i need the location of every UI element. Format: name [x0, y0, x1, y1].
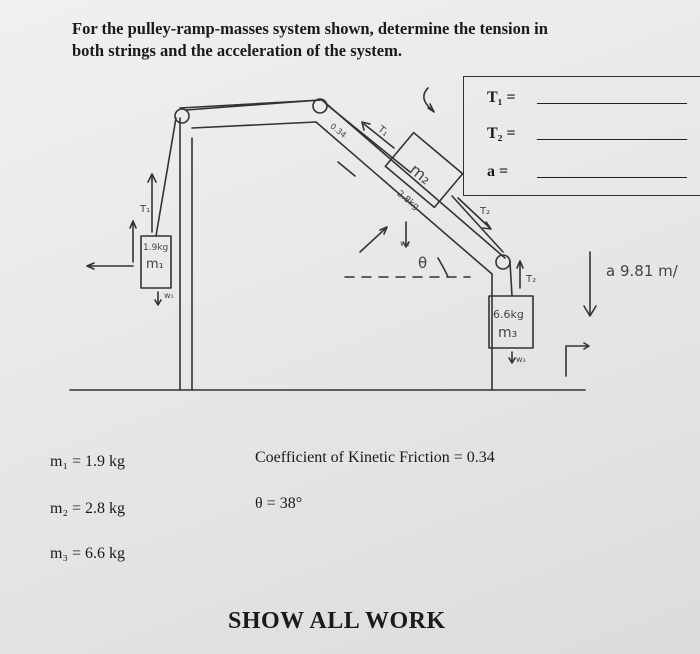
- angle-arc: [437, 257, 449, 278]
- label-t1-ramp: T₁: [375, 123, 391, 139]
- mass-3-box: [488, 295, 534, 349]
- mass-3-value: 6.6kg: [493, 308, 524, 321]
- pulley-ramp-diagram: 1.9kg m₁ m₂ 2.8kg 6.6kg m₃ θ T₁ T₁ T₂ T₂…: [69, 87, 679, 391]
- label-w1: w₁: [164, 291, 174, 300]
- rotation-sketch: [423, 87, 433, 111]
- answer-row-t1: T₁ =: [487, 89, 687, 107]
- label-t1-left: T₁: [139, 204, 150, 215]
- mass-1-label: m₁: [146, 257, 164, 272]
- given-m1: m₁ = 1.9 kg: [50, 453, 126, 470]
- rope-ramp-upper: [325, 103, 411, 173]
- label-acceleration: a 9.81 m/: [606, 262, 679, 280]
- mass-2-box: [384, 131, 464, 209]
- given-m3: m₃ = 6.6 kg: [50, 545, 126, 562]
- rotation-sketch-head: [427, 103, 435, 113]
- problem-line-2: both strings and the acceleration of the…: [72, 41, 402, 60]
- given-m2: m₂ = 2.8 kg: [50, 500, 126, 517]
- arrow-left-up-head: [129, 220, 137, 229]
- label-t2-ramp: T₂: [479, 206, 490, 217]
- label-w2: w₂: [400, 239, 410, 248]
- arrow-w2-head: [402, 241, 410, 248]
- rope-ramp-lower: [451, 195, 504, 253]
- given-friction: Coefficient of Kinetic Friction = 0.34: [255, 449, 495, 466]
- ramp-underside: [315, 121, 493, 275]
- mass-3-label: m₃: [498, 325, 517, 341]
- arrow-normal: [359, 227, 387, 253]
- rope-top: [185, 99, 321, 111]
- answer-row-t2: T₂ =: [487, 125, 687, 143]
- arrow-t2-ramp: [457, 197, 491, 229]
- problem-line-1: For the pulley-ramp-masses system shown,…: [72, 19, 548, 38]
- answer-blank-t2: [537, 139, 687, 140]
- label-w3: w₃: [516, 355, 526, 364]
- arrow-normal-head: [379, 226, 388, 235]
- arrow-t1-ramp: [363, 123, 395, 149]
- answer-row-a: a =: [487, 163, 687, 181]
- pulley-top: [312, 98, 328, 114]
- answer-blank-t1: [537, 103, 687, 104]
- mass-1-box: [140, 235, 172, 289]
- arrow-t2-m3-head: [516, 260, 524, 269]
- answer-box: T₁ = T₂ = a =: [463, 76, 700, 196]
- mass-2-label: m₂: [406, 160, 435, 189]
- answer-label-a: a =: [487, 163, 509, 180]
- answer-label-t2: T₂ =: [487, 125, 516, 142]
- top-platform-inner: [191, 121, 317, 129]
- rope-1-vertical: [155, 117, 177, 237]
- arrow-w3-head: [508, 357, 516, 364]
- arrow-t1-m1-head: [147, 173, 157, 183]
- label-friction: 0.34: [328, 122, 348, 140]
- arrow-acceleration-head: [583, 305, 597, 317]
- answer-label-t1: T₁ =: [487, 89, 516, 106]
- arrow-t1-ramp-head: [361, 121, 371, 131]
- angle-theta: θ: [418, 254, 427, 272]
- axis-sketch: [565, 345, 589, 377]
- axis-sketch-head: [583, 342, 590, 350]
- problem-statement: For the pulley-ramp-masses system shown,…: [72, 18, 632, 62]
- arrow-friction: [337, 161, 356, 177]
- pulley-left: [174, 108, 190, 124]
- rope-m3: [509, 261, 513, 297]
- given-theta: θ = 38°: [255, 495, 303, 512]
- show-all-work: SHOW ALL WORK: [228, 608, 446, 634]
- arrow-t2-ramp-head: [482, 221, 492, 230]
- mass-1-value: 1.9kg: [143, 243, 168, 253]
- arrow-left-head: [86, 262, 95, 270]
- label-t2-m3: T₂: [525, 274, 536, 285]
- arrow-w1-head: [154, 299, 162, 306]
- answer-blank-a: [537, 177, 687, 178]
